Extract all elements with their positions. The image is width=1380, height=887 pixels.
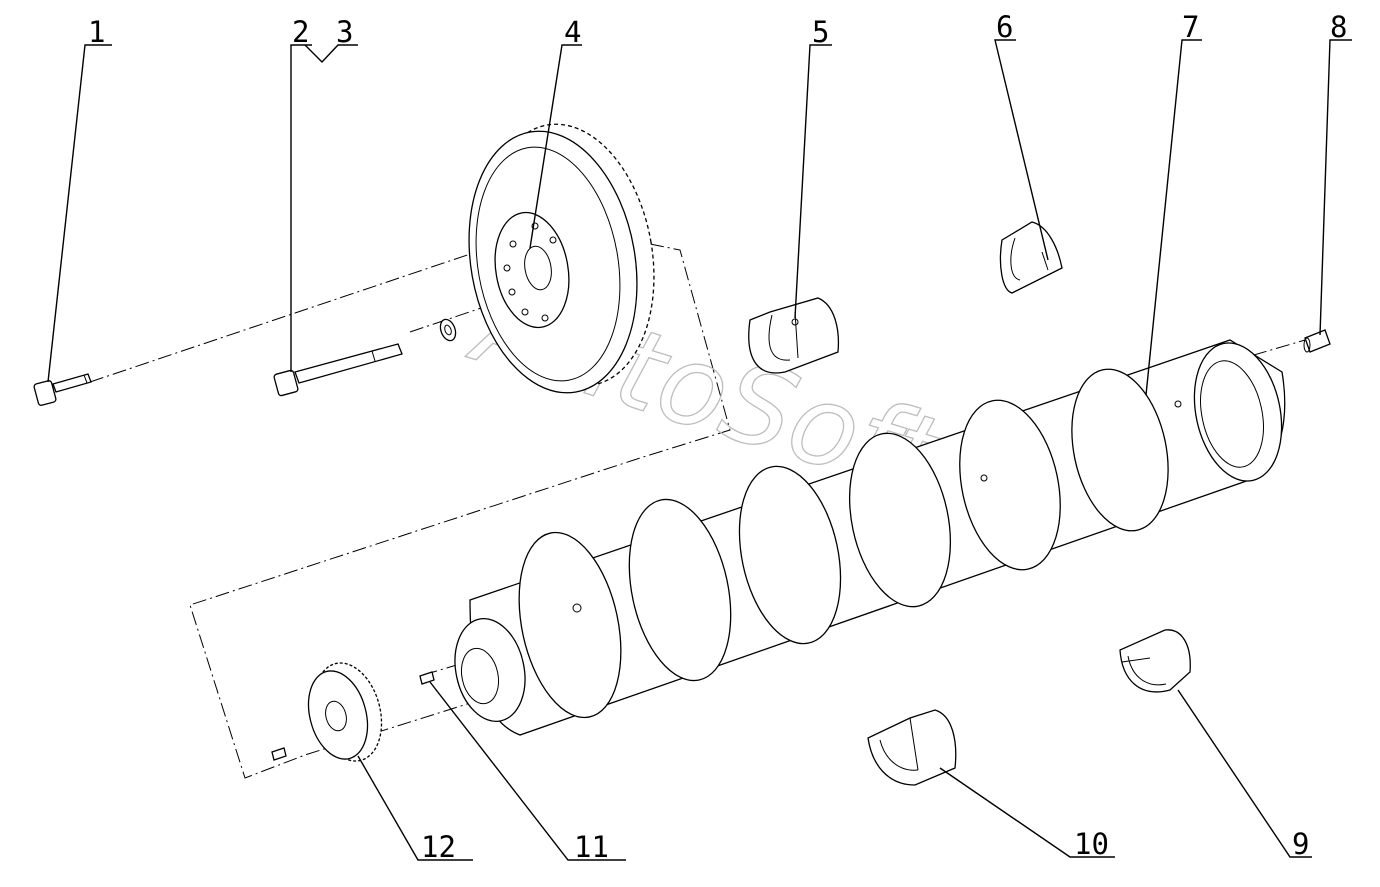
part-11-dowel-pin xyxy=(419,671,435,685)
callout-10: 10 xyxy=(1074,827,1109,861)
callout-12: 12 xyxy=(421,830,456,864)
callout-5: 5 xyxy=(812,15,829,49)
part-10-bearing-shell xyxy=(867,709,957,786)
callout-3: 3 xyxy=(336,15,353,49)
part-12-gear xyxy=(271,662,383,762)
part-8-pin xyxy=(1303,329,1331,353)
part-7-crankshaft xyxy=(454,339,1286,736)
part-9-bearing-shell xyxy=(1119,629,1191,693)
part-6-bearing-shell xyxy=(999,221,1063,294)
callout-numbers: 1 2 3 4 5 6 7 8 9 10 11 12 xyxy=(88,10,1347,864)
part-5-bearing-shell xyxy=(748,297,840,374)
callout-4: 4 xyxy=(564,15,581,49)
callout-2: 2 xyxy=(292,15,309,49)
callout-11: 11 xyxy=(574,830,609,864)
part-4-flywheel xyxy=(468,123,655,394)
leader-lines xyxy=(47,39,1352,861)
callout-9: 9 xyxy=(1292,827,1309,861)
callout-6: 6 xyxy=(996,10,1013,44)
part-1-bolt xyxy=(33,373,92,406)
callout-7: 7 xyxy=(1182,10,1199,44)
callout-1: 1 xyxy=(88,15,105,49)
part-2-3-bolt-washer xyxy=(273,318,457,397)
callout-8: 8 xyxy=(1330,10,1347,44)
